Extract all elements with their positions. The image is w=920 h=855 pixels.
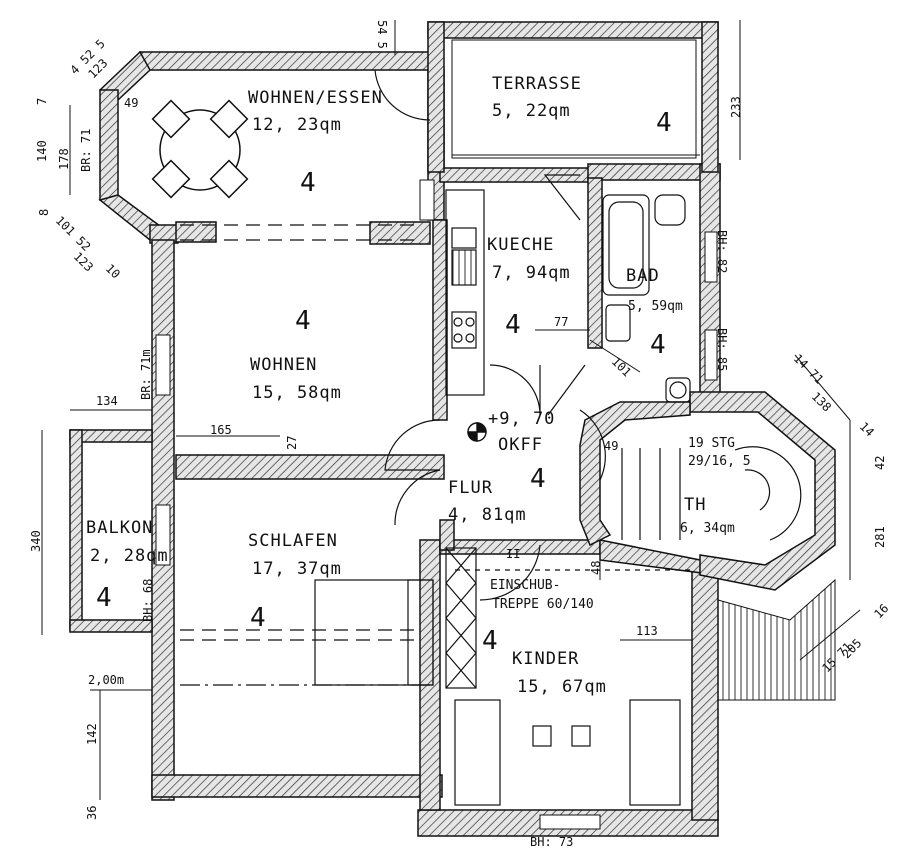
room-name-kueche: KUECHE [487,235,555,255]
dim-br71-top: BR: 71 [79,128,93,172]
room-name-th: TH [684,495,707,515]
dim-365: 36 [85,805,99,820]
dim-br71m: BR: 71m [139,349,153,400]
dim-178: 178 [57,148,71,170]
level-value: +9, 70 [488,409,556,429]
dim-545: 54 5 [375,20,389,49]
dim-165: 165 [210,423,232,437]
room-name-bad: BAD [626,266,660,286]
room-area-kueche: 7, 94qm [492,263,571,283]
dim-8: 8 [37,208,51,216]
dim-1425: 142 [85,723,99,745]
dim-113: 113 [636,624,658,638]
dim-77: 77 [554,315,569,329]
room-area-kinder: 15, 67qm [517,677,607,697]
dim-49: 49 [124,96,139,110]
room-area-flur: 4, 81qm [448,505,527,525]
room-mark-bad: 4 [650,330,667,360]
room-mark-balkon: 4 [96,583,113,613]
stairs-ratio: 29/16, 5 [688,454,751,469]
room-area-wohnen-essen: 12, 23qm [252,115,342,135]
room-name-flur: FLUR [448,478,493,498]
room-name-wohnen-essen: WOHNEN/ESSEN [248,88,383,108]
room-mark-terrasse: 4 [656,108,673,138]
dim-bh85: BH: 85 [715,328,729,372]
dim-27: 27 [285,435,299,450]
dim-2335: 233 [729,96,743,118]
room-name-schlafen: SCHLAFEN [248,531,338,551]
dim-495: 49 [604,439,619,453]
dim-134: 134 [96,394,118,408]
room-area-wohnen: 15, 58qm [252,383,342,403]
level-okff: OKFF [498,435,543,455]
room-mark-wohnen-essen: 4 [300,168,317,198]
room-name-wohnen: WOHNEN [250,355,318,375]
dim-bh82: BH: 82 [715,230,729,274]
room-area-th: 6, 34qm [680,521,735,536]
dim-42: 42 [873,455,887,470]
dim-281: 281 [873,526,887,548]
room-mark-wohnen: 4 [295,306,312,336]
room-mark-flur: 4 [530,464,547,494]
dim-140: 140 [35,140,49,162]
dim-340: 340 [29,530,43,552]
room-name-terrasse: TERRASSE [492,74,582,94]
room-mark-schlafen: 4 [250,603,267,633]
dim-bh68: BH: 68 [141,578,155,622]
dim-200: 2,00m [88,673,125,687]
room-area-terrasse: 5, 22qm [492,101,571,121]
stairs-count: 19 STG [688,436,735,451]
dim-7: 7 [35,97,49,105]
dim-ii: II [506,547,521,561]
room-area-bad: 5, 59qm [628,299,683,314]
dim-48: 48 [589,560,603,575]
dim-bh73: BH: 73 [530,835,574,849]
room-area-balkon: 2, 28qm [90,546,169,566]
room-mark-kueche: 4 [505,310,522,340]
dining-table [151,99,249,199]
room-name-kinder: KINDER [512,649,580,669]
room-name-balkon: BALKON [86,518,154,538]
room-area-schlafen: 17, 37qm [252,559,342,579]
room-mark-kinder: 4 [482,626,499,656]
treppe-label: TREPPE 60/140 [492,597,594,612]
einschub-label: EINSCHUB- [490,578,561,593]
